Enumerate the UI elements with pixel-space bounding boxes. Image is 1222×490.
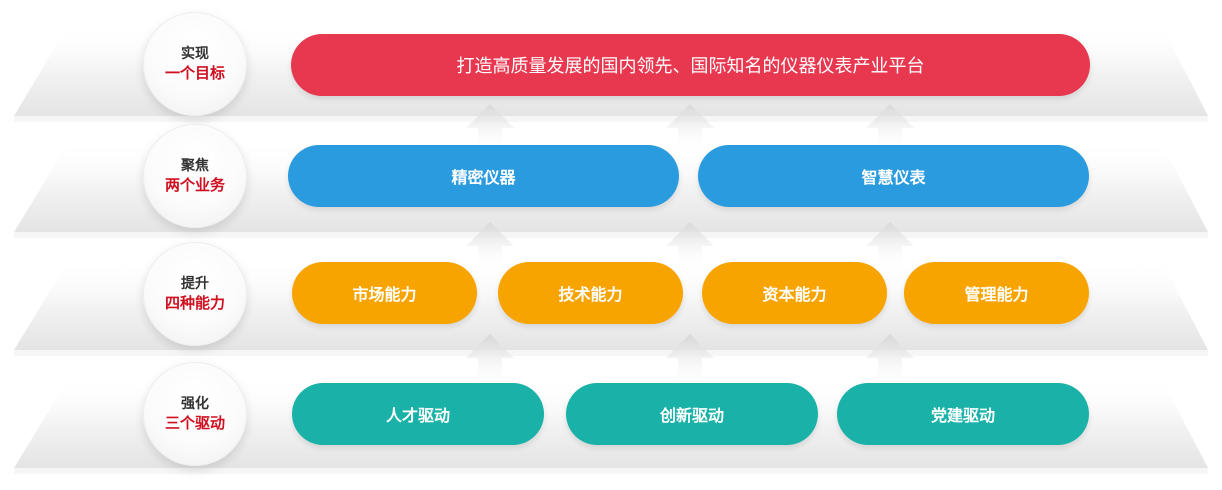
arrow-up-icon (666, 334, 714, 384)
arrow-up-icon (666, 222, 714, 266)
level-badge-capability: 提升 四种能力 (143, 242, 247, 346)
arrow-up-icon (866, 222, 914, 266)
arrow-up-icon (866, 334, 914, 384)
level-verb: 聚焦 (181, 157, 209, 173)
level-label: 三个驱动 (164, 415, 225, 432)
driver-pill-talent: 人才驱动 (292, 383, 544, 445)
level-label: 两个业务 (164, 177, 225, 194)
level-verb: 实现 (181, 45, 209, 61)
driver-pill-party-building: 党建驱动 (837, 383, 1089, 445)
level-badge-business: 聚焦 两个业务 (143, 124, 247, 228)
arrow-up-icon (466, 334, 514, 384)
driver-pill-innovation: 创新驱动 (566, 383, 818, 445)
capability-pill-technology: 技术能力 (498, 262, 683, 324)
level-badge-driver: 强化 三个驱动 (143, 362, 247, 466)
level-label: 一个目标 (164, 65, 225, 82)
level-verb: 强化 (181, 395, 209, 411)
capability-pill-management: 管理能力 (904, 262, 1089, 324)
arrow-up-icon (866, 104, 914, 148)
business-pill-smart-meters: 智慧仪表 (698, 145, 1089, 207)
capability-pill-market: 市场能力 (292, 262, 477, 324)
level-badge-goal: 实现 一个目标 (143, 12, 247, 116)
arrow-up-icon (666, 104, 714, 148)
business-pill-precision-instruments: 精密仪器 (288, 145, 679, 207)
capability-pill-capital: 资本能力 (702, 262, 887, 324)
arrow-up-icon (466, 104, 514, 148)
arrow-up-icon (466, 222, 514, 266)
level-label: 四种能力 (164, 295, 225, 312)
level-verb: 提升 (181, 275, 209, 291)
goal-pill: 打造高质量发展的国内领先、国际知名的仪器仪表产业平台 (291, 34, 1090, 96)
